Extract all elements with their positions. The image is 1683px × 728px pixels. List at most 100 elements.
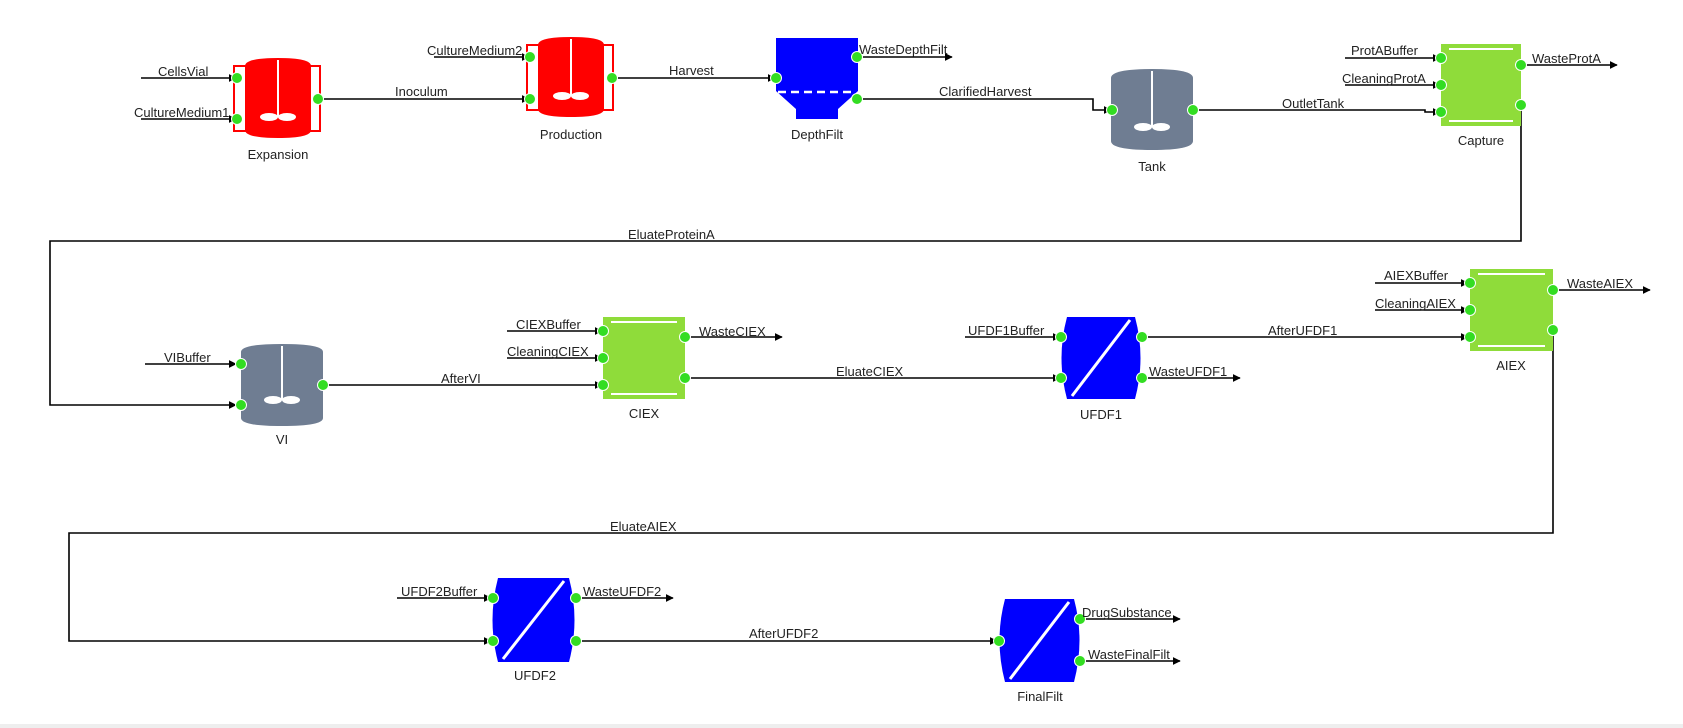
- port[interactable]: [597, 325, 609, 337]
- port[interactable]: [597, 379, 609, 391]
- port[interactable]: [1136, 331, 1148, 343]
- stream-label-afterufdf1: AfterUFDF1: [1268, 323, 1337, 338]
- port[interactable]: [231, 113, 243, 125]
- port[interactable]: [570, 635, 582, 647]
- membrane-filter-icon: [1061, 317, 1141, 399]
- stream-label-ciexbuffer: CIEXBuffer: [516, 317, 581, 332]
- port[interactable]: [1055, 331, 1067, 343]
- stream-label-inoculum: Inoculum: [395, 84, 448, 99]
- port[interactable]: [231, 72, 243, 84]
- chromatography-column-icon: [1441, 44, 1521, 126]
- port[interactable]: [851, 93, 863, 105]
- port[interactable]: [606, 72, 618, 84]
- port[interactable]: [1464, 304, 1476, 316]
- stream-label-wastedepthfilt: WasteDepthFilt: [859, 42, 948, 57]
- membrane-filter-icon: [492, 578, 575, 662]
- unit-label-ufdf2: UFDF2: [514, 668, 556, 683]
- port[interactable]: [1074, 613, 1086, 625]
- unit-tank[interactable]: Tank: [1111, 69, 1193, 174]
- port[interactable]: [770, 72, 782, 84]
- port[interactable]: [1187, 104, 1199, 116]
- stream-label-vibuffer: VIBuffer: [164, 350, 211, 365]
- port[interactable]: [1547, 324, 1559, 336]
- port[interactable]: [1136, 372, 1148, 384]
- stream-label-culturemedium2: CultureMedium2: [427, 43, 522, 58]
- stream-line-eluateproteina[interactable]: [49, 105, 1522, 409]
- stream-label-clarifiedharvest: ClarifiedHarvest: [939, 84, 1032, 99]
- unit-label-depthfilt: DepthFilt: [791, 127, 843, 142]
- port[interactable]: [679, 331, 691, 343]
- port[interactable]: [993, 635, 1005, 647]
- port[interactable]: [1074, 655, 1086, 667]
- unit-vi[interactable]: VI: [241, 344, 323, 447]
- port[interactable]: [851, 51, 863, 63]
- port[interactable]: [487, 635, 499, 647]
- port[interactable]: [235, 399, 247, 411]
- stream-label-wastefinalfilt: WasteFinalFilt: [1088, 647, 1170, 662]
- port[interactable]: [1435, 79, 1447, 91]
- port[interactable]: [317, 379, 329, 391]
- port[interactable]: [235, 358, 247, 370]
- port[interactable]: [1464, 331, 1476, 343]
- stream-label-cleaningprota: CleaningProtA: [1342, 71, 1426, 86]
- stream-line-eluateaiex[interactable]: [68, 330, 1554, 645]
- stream-label-ufdf1buffer: UFDF1Buffer: [968, 323, 1045, 338]
- port[interactable]: [1515, 99, 1527, 111]
- unit-ufdf1[interactable]: UFDF1: [1061, 317, 1141, 422]
- unit-label-capture: Capture: [1458, 133, 1504, 148]
- unit-label-production: Production: [540, 127, 602, 142]
- port[interactable]: [679, 372, 691, 384]
- stream-label-wasteciex: WasteCIEX: [699, 324, 766, 339]
- port[interactable]: [1435, 106, 1447, 118]
- stream-label-cleaningaiex: CleaningAIEX: [1375, 296, 1456, 311]
- stream-label-protabuffer: ProtABuffer: [1351, 43, 1419, 58]
- unit-label-vi: VI: [276, 432, 288, 447]
- port[interactable]: [487, 592, 499, 604]
- stream-label-cleaningciex: CleaningCIEX: [507, 344, 589, 359]
- stream-line-outlettank[interactable]: [1192, 108, 1441, 116]
- port[interactable]: [312, 93, 324, 105]
- stream-label-culturemedium1: CultureMedium1: [134, 105, 229, 120]
- stream-line-clarifiedharvest[interactable]: [857, 98, 1112, 114]
- stream-label-wasteprota: WasteProtA: [1532, 51, 1601, 66]
- stream-label-eluateproteina: EluateProteinA: [628, 227, 715, 242]
- unit-label-ufdf1: UFDF1: [1080, 407, 1122, 422]
- port[interactable]: [1464, 277, 1476, 289]
- port[interactable]: [524, 51, 536, 63]
- unit-expansion[interactable]: Expansion: [233, 58, 321, 162]
- unit-label-tank: Tank: [1138, 159, 1166, 174]
- unit-label-finalfilt: FinalFilt: [1017, 689, 1063, 704]
- stream-label-aftervi: AfterVI: [441, 371, 481, 386]
- canvas-bottom-edge: [0, 724, 1683, 728]
- unit-aiex[interactable]: AIEX: [1470, 269, 1553, 373]
- bioreactor-icon: [233, 58, 321, 138]
- unit-production[interactable]: Production: [526, 37, 614, 142]
- bioreactor-icon: [526, 37, 614, 117]
- unit-finalfilt[interactable]: FinalFilt: [999, 599, 1080, 704]
- stream-label-aiexbuffer: AIEXBuffer: [1384, 268, 1449, 283]
- port[interactable]: [524, 93, 536, 105]
- unit-ufdf2[interactable]: UFDF2: [492, 578, 575, 683]
- stream-labels: CellsVial CultureMedium1 Inoculum Cultur…: [134, 42, 1633, 662]
- stream-label-eluateaiex: EluateAIEX: [610, 519, 677, 534]
- port[interactable]: [1515, 59, 1527, 71]
- port[interactable]: [1106, 104, 1118, 116]
- unit-ciex[interactable]: CIEX: [603, 317, 685, 421]
- port[interactable]: [570, 592, 582, 604]
- port[interactable]: [597, 352, 609, 364]
- stream-label-wasteaiex: WasteAIEX: [1567, 276, 1633, 291]
- stream-label-cellsvial: CellsVial: [158, 64, 208, 79]
- stream-label-harvest: Harvest: [669, 63, 714, 78]
- unit-depthfilt[interactable]: DepthFilt: [776, 38, 858, 142]
- port[interactable]: [1547, 284, 1559, 296]
- stream-label-eluateciex: EluateCIEX: [836, 364, 904, 379]
- depth-filter-icon: [776, 38, 858, 119]
- unit-label-aiex: AIEX: [1496, 358, 1526, 373]
- unit-label-expansion: Expansion: [248, 147, 309, 162]
- chromatography-column-icon: [1470, 269, 1553, 351]
- tank-icon: [241, 344, 323, 426]
- port[interactable]: [1435, 52, 1447, 64]
- unit-capture[interactable]: Capture: [1441, 44, 1521, 148]
- port[interactable]: [1055, 372, 1067, 384]
